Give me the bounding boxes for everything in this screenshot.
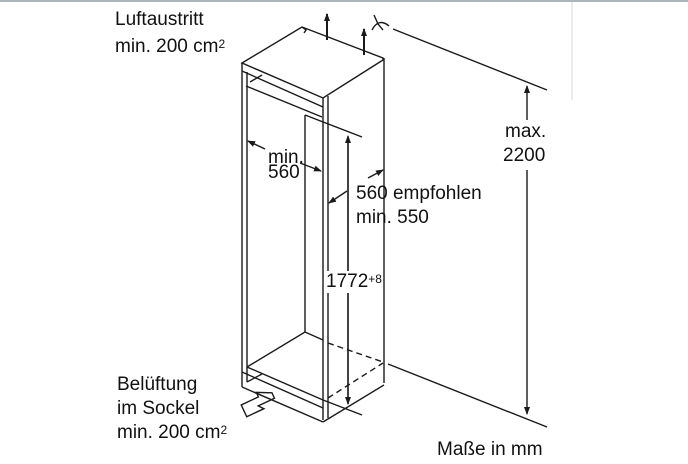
niche-height-dimension	[304, 114, 363, 416]
width-min-label-line2: 560	[268, 162, 300, 183]
air-outlet-arrows	[324, 13, 367, 55]
air-outlet-label: Luftaustritt	[115, 9, 204, 30]
depth-min-label: min. 550	[356, 207, 429, 228]
top-border	[0, 0, 688, 2]
width-min-label-line1: min.	[268, 147, 304, 168]
depth-dimension	[328, 169, 384, 204]
niche-height-value: 1772	[326, 271, 369, 292]
divider-line	[571, 2, 573, 100]
depth-recommended-label: 560 empfohlen	[356, 183, 482, 204]
ventilation-superscript: 2	[220, 423, 228, 437]
niche-bottom	[241, 331, 385, 423]
niche-height-tolerance: +8	[368, 272, 382, 286]
air-outlet-min-label: min. 200 cm2	[115, 36, 225, 58]
ventilation-inlet-arrow-icon	[240, 391, 276, 418]
ventilation-min-text: min. 200 cm	[117, 422, 221, 443]
width-dimension	[247, 140, 322, 172]
ventilation-min-label: min. 200 cm2	[117, 422, 227, 444]
max-height-label-line1: max.	[505, 121, 547, 142]
niche-height-label: 1772+8	[326, 271, 382, 293]
units-label: Maße in mm	[437, 439, 543, 460]
niche-walls	[241, 58, 385, 420]
niche-top	[240, 26, 384, 118]
ventilation-label-line2: im Sockel	[117, 398, 200, 419]
ventilation-label-line1: Belüftung	[117, 374, 198, 395]
air-outlet-superscript: 2	[218, 37, 226, 51]
fan-symbol-icon	[371, 14, 390, 31]
max-height-label-line2: 2200	[503, 145, 546, 166]
air-outlet-min-text: min. 200 cm	[115, 36, 219, 57]
max-height-dimension	[387, 28, 548, 428]
